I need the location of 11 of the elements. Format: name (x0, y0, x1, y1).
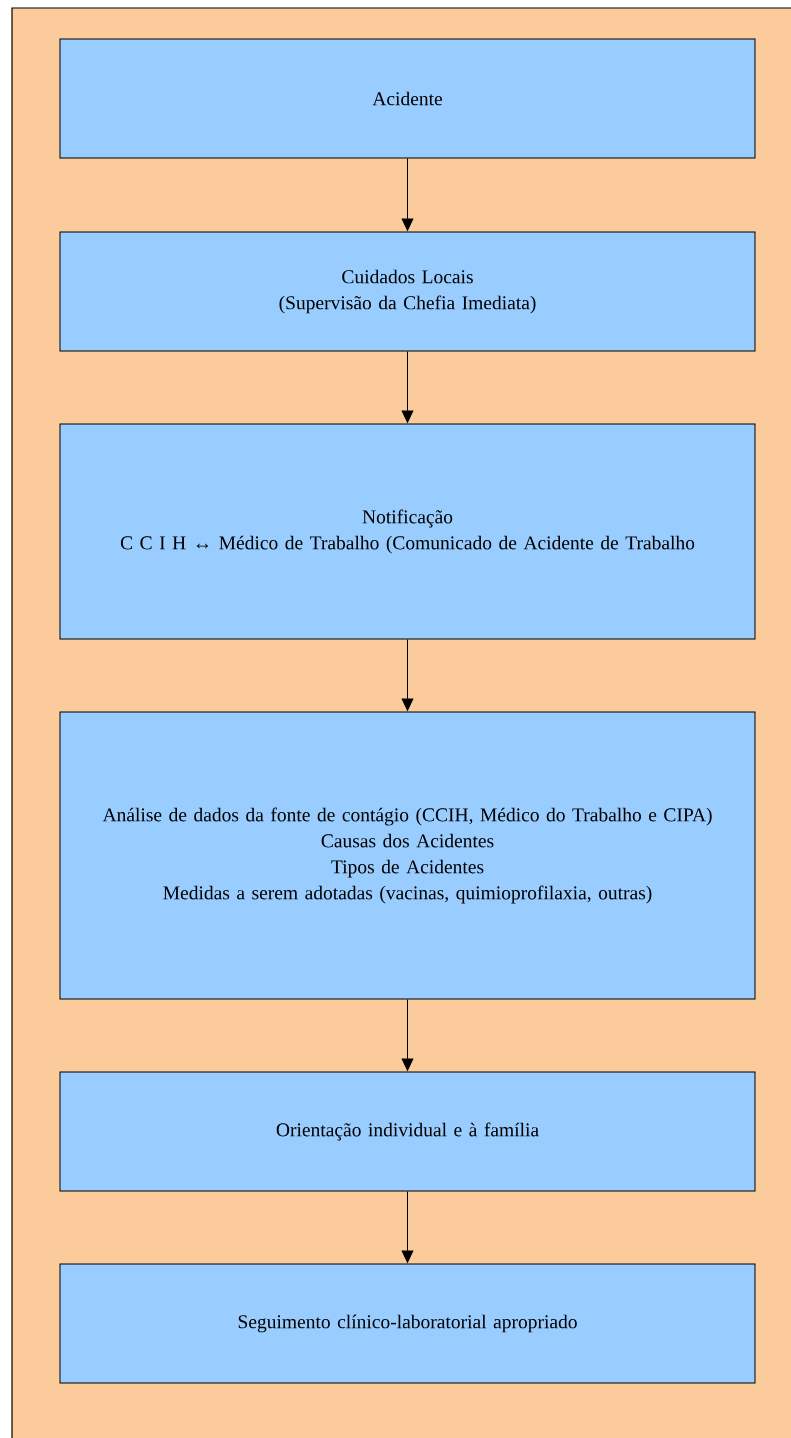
arrow (401, 351, 414, 423)
process-box: Análise de dados da fonte de contágio (CCIH, Médico do Trabalho e CIPA) Causas dos Acidentes Tipos de Acidentes Medidas a serem adotadas (vacinas, quimioprofilaxia, outras) (59, 711, 756, 1000)
arrow (401, 639, 414, 711)
process-box: Orientação individual e à família (59, 1071, 756, 1192)
arrow (401, 999, 414, 1071)
process-box: Seguimento clínico-laboratorial apropriado (59, 1263, 756, 1384)
process-box: Notificação C C I H ↔ Médico de Trabalho (Comunicado de Acidente de Trabalho (59, 423, 756, 640)
arrow (401, 1191, 414, 1263)
arrow (401, 158, 414, 231)
process-box: Acidente (59, 38, 756, 159)
process-box: Cuidados Locais (Supervisão da Chefia Imediata) (59, 231, 756, 352)
